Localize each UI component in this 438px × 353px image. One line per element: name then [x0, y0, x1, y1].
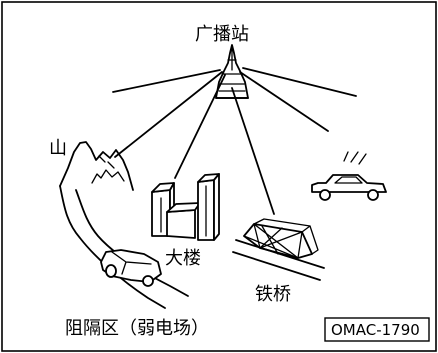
signal-ray [174, 74, 226, 179]
broadcast-tower-icon [215, 44, 249, 99]
figure-code-box: OMAC-1790 [324, 317, 430, 342]
signal-ray [112, 69, 221, 93]
shielded-car-icon [100, 249, 162, 287]
signal-ray [231, 87, 275, 215]
buildings-icon [151, 173, 220, 241]
figure-code-label: OMAC-1790 [331, 321, 420, 339]
signal-ray [242, 67, 357, 97]
mountain-label: 山 [49, 138, 67, 159]
station-label: 广播站 [195, 24, 249, 45]
signal-ray [114, 71, 223, 158]
iron-bridge-icon [232, 218, 325, 281]
weak-area-label: 阻隔区（弱电场） [65, 318, 209, 339]
car-icon [311, 151, 387, 201]
signal-ray [239, 71, 329, 132]
buildings-label: 大楼 [165, 248, 201, 269]
signal-rays [112, 67, 357, 215]
mountain-icon [59, 141, 134, 191]
bridge-label: 铁桥 [255, 284, 291, 305]
